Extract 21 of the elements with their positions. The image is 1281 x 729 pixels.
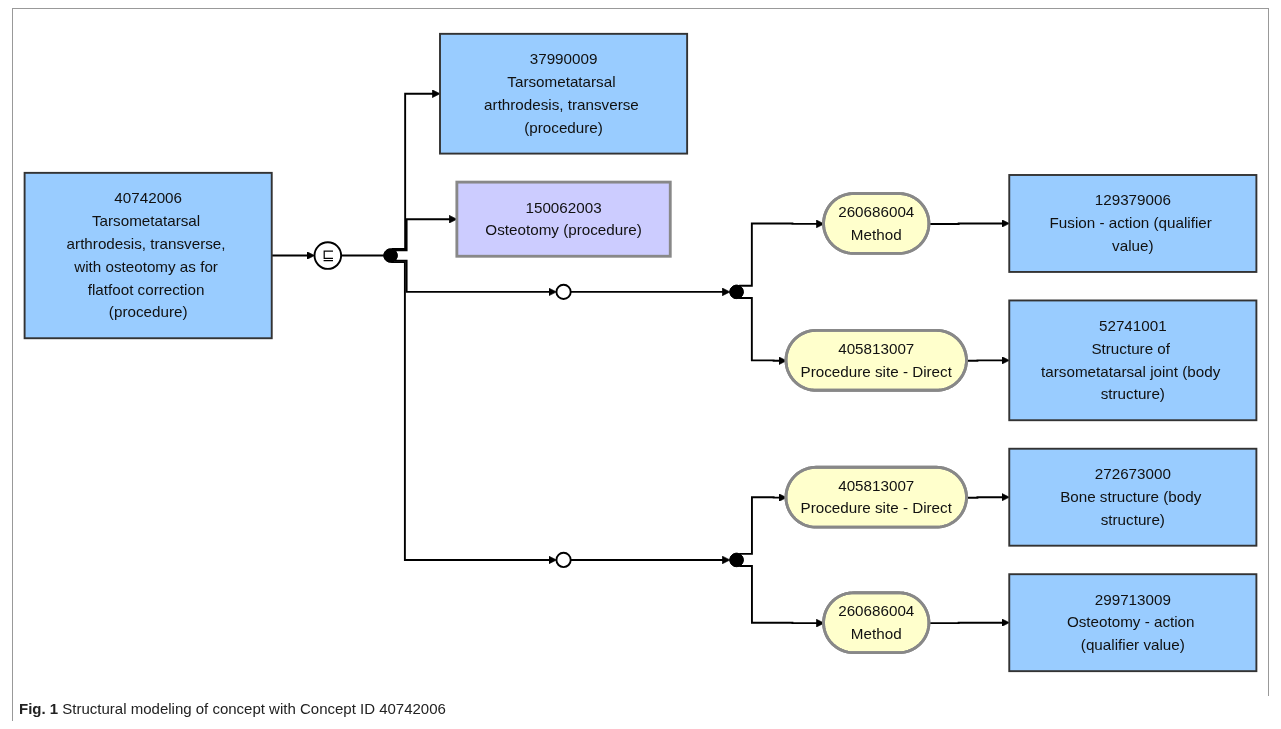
- node-box: 299713009 Osteotomy - action (qualifier value): [1008, 573, 1258, 673]
- arrow: [738, 493, 787, 555]
- arrow: [966, 356, 1010, 365]
- arrow: [569, 555, 731, 565]
- arrow: [966, 493, 1010, 502]
- node-circle: [555, 283, 572, 300]
- arrow: [390, 261, 557, 565]
- node-box: 150062003 Osteotomy (procedure): [455, 180, 672, 258]
- arrow: [928, 219, 1010, 228]
- node-box: 52741001 Structure of tarsometatarsal joint (body structure): [1008, 299, 1258, 422]
- figure-caption: Fig. 1 Structural modeling of concept with Concept ID 40742006: [12, 696, 1269, 721]
- arrow: [928, 618, 1010, 627]
- arrow: [393, 259, 557, 297]
- node-circle: [555, 551, 572, 569]
- node-box: 40742006 Tarsometatarsal arthrodesis, transverse, with osteotomy as for flatfoot correction (procedure): [23, 171, 273, 340]
- arrow: [738, 297, 787, 365]
- node-box: 272673000 Bone structure (body structure): [1008, 447, 1258, 547]
- arrow: [569, 287, 731, 297]
- node-box: 37990009 Tarsometatarsal arthrodesis, transverse (procedure): [439, 32, 689, 155]
- node-circle: ⊑: [313, 241, 343, 270]
- node-box: 129379006 Fusion - action (qualifier value): [1008, 174, 1258, 273]
